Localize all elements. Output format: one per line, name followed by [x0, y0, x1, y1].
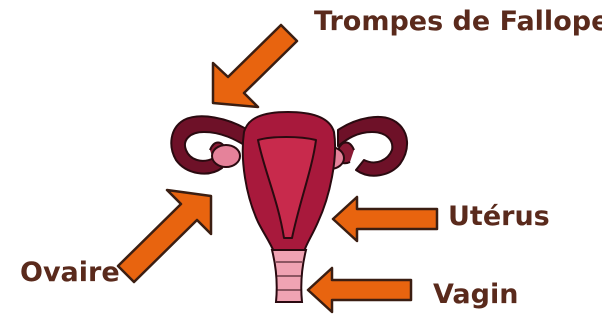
uterus — [243, 112, 335, 252]
left-ovary — [212, 145, 240, 167]
vagina — [272, 250, 306, 302]
label-vagina: Vagin — [433, 281, 518, 308]
label-ovary: Ovaire — [20, 259, 120, 286]
arrow-ovary — [118, 190, 211, 282]
arrow-vagina — [308, 268, 411, 312]
arrow-fallopian-tubes — [213, 25, 297, 107]
arrow-uterus — [333, 197, 437, 241]
label-uterus: Utérus — [448, 203, 550, 230]
label-fallopian-tubes: Trompes de Fallope — [314, 8, 602, 35]
left-fallopian-tube — [171, 116, 248, 173]
